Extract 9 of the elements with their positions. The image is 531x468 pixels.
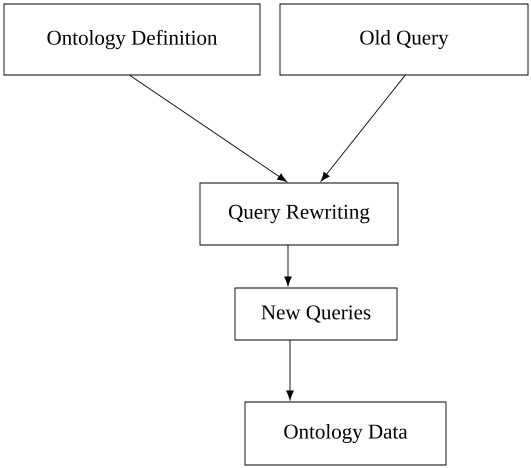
arrow: [284, 245, 292, 286]
process-box: Ontology Data: [244, 402, 446, 466]
arrow: [286, 340, 294, 400]
process-box: Ontology Definition: [4, 4, 260, 76]
process-box: Query Rewriting: [200, 182, 398, 246]
arrow: [320, 75, 406, 182]
process-box: New Queries: [234, 288, 398, 340]
arrow: [130, 75, 287, 182]
process-box: Old Query: [280, 4, 528, 76]
